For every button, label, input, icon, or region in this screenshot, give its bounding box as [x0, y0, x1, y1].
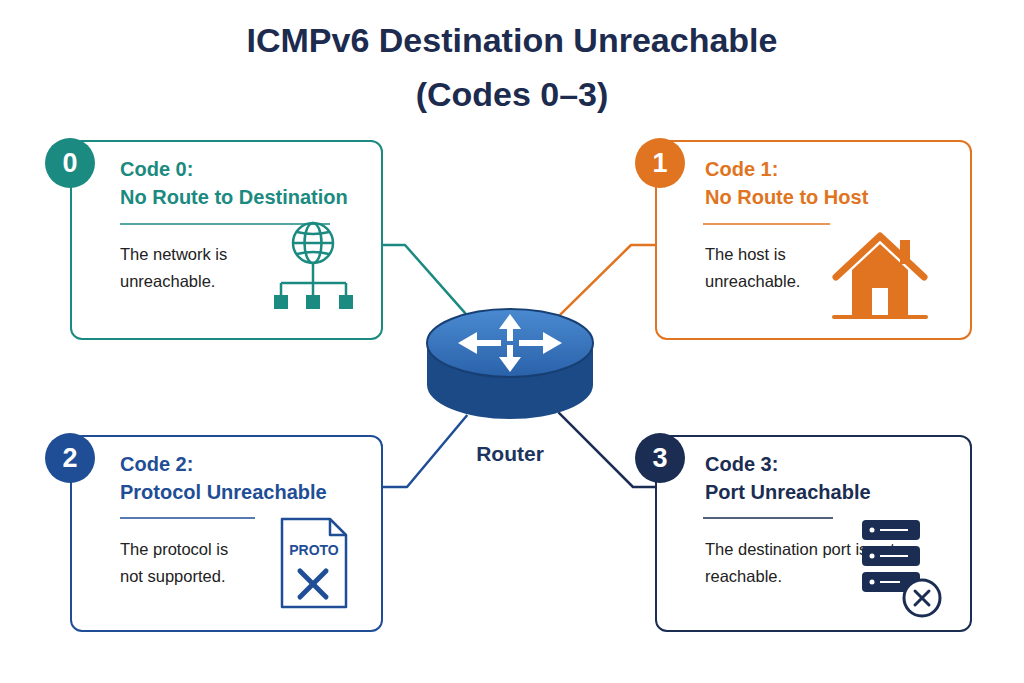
code-description: The protocol is not supported. — [120, 536, 255, 590]
house-icon — [834, 236, 926, 317]
router-shape — [425, 305, 595, 423]
code-description: The network is unreachable. — [120, 241, 255, 295]
connector-line — [383, 245, 466, 314]
code-number: 1 — [635, 138, 685, 188]
code-number: 2 — [45, 433, 95, 483]
router-label: Router — [425, 441, 595, 467]
code-description: The host is unreachable. — [705, 241, 840, 295]
code-label: Code 1: — [705, 156, 967, 182]
code-name: Port Unreachable — [705, 479, 967, 505]
code-name: No Route to Host — [705, 184, 967, 210]
icon-label: PROTO — [280, 541, 348, 559]
code-number: 0 — [45, 138, 95, 188]
code-box: Code 1:No Route to HostThe host is unrea… — [655, 140, 972, 340]
code-label: Code 0: — [120, 156, 382, 182]
code-label: Code 3: — [705, 451, 967, 477]
connector-line — [383, 415, 467, 487]
code-badge: 3 — [635, 433, 685, 483]
code-label: Code 2: — [120, 451, 382, 477]
heading-separator — [703, 223, 830, 225]
code-box: Code 2:Protocol UnreachableThe protocol … — [70, 435, 383, 632]
code-badge: 1 — [635, 138, 685, 188]
code-badge: 0 — [45, 138, 95, 188]
heading-separator — [703, 517, 833, 519]
heading-separator — [120, 223, 330, 225]
connector-line — [559, 245, 655, 316]
server-icon — [862, 520, 940, 616]
code-box: Code 0:No Route to DestinationThe networ… — [70, 140, 383, 340]
heading-separator — [120, 517, 255, 519]
code-box: Code 3:Port UnreachableThe destination p… — [655, 435, 972, 632]
code-name: Protocol Unreachable — [120, 479, 382, 505]
network-globe-icon — [274, 223, 353, 309]
code-badge: 2 — [45, 433, 95, 483]
code-name: No Route to Destination — [120, 184, 382, 210]
router-node: Router — [425, 305, 595, 423]
code-description: The destination port is not reachable. — [705, 536, 900, 590]
protocol-document-icon: PROTO — [280, 517, 348, 609]
code-number: 3 — [635, 433, 685, 483]
document-shape — [280, 517, 348, 609]
diagram-title: ICMPv6 Destination Unreachable (Codes 0–… — [212, 13, 812, 121]
